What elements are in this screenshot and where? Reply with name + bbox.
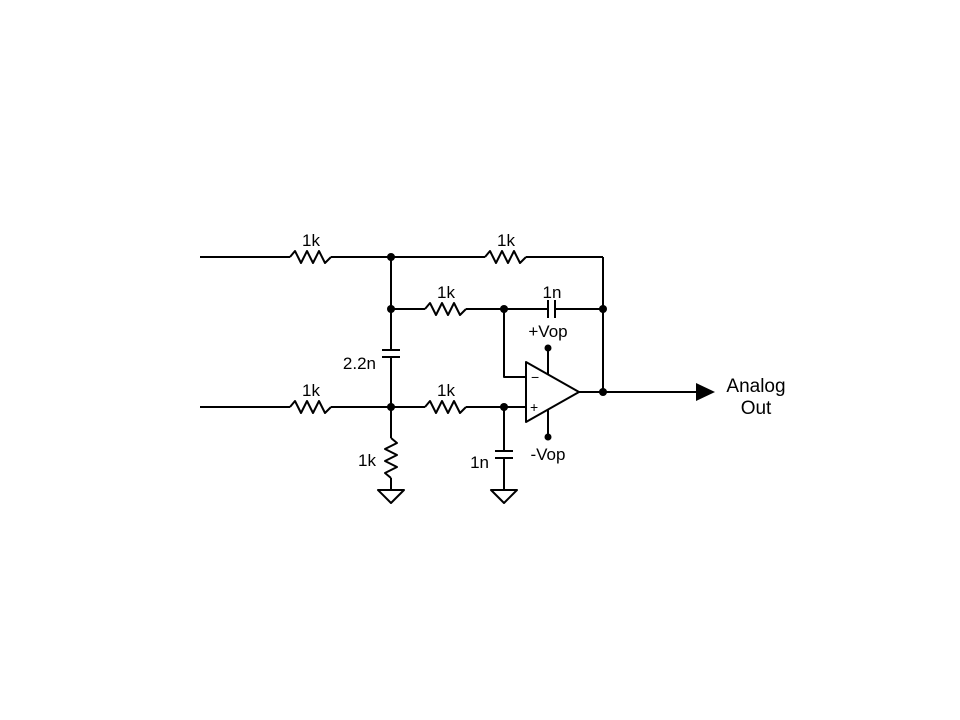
output-arrow [696,383,715,401]
label-c-top: 1n [543,283,562,302]
junction-dot [500,403,508,411]
opamp-symbol [525,361,580,423]
junction-dot [387,305,395,313]
label-c-mid: 2.2n [343,354,376,373]
label-r-bottom-mid: 1k [437,381,455,400]
supply-dot-neg [544,433,552,441]
junction-dot [387,403,395,411]
junction-dot [500,305,508,313]
label-output-line2: Out [741,398,772,419]
label-c-shunt: 1n [470,453,489,472]
resistor-bottom-left [289,400,332,414]
junction-dot [599,388,607,396]
label-supply-neg: -Vop [531,445,566,464]
resistor-shunt [384,437,398,479]
resistor-top-left [289,250,332,264]
junction-dot [599,305,607,313]
resistor-top-right [484,250,527,264]
label-noninverting-pin: + [530,399,538,415]
label-r-bottom-left: 1k [302,381,320,400]
label-supply-pos: +Vop [528,322,567,341]
resistor-mid [424,302,467,316]
label-output-line1: Analog [726,376,785,397]
wire-inverting-input [503,309,526,378]
label-r-shunt: 1k [358,451,376,470]
ground-symbol-left [377,489,405,504]
label-r-mid: 1k [437,283,455,302]
ground-symbol-right [490,489,518,504]
label-inverting-pin: − [531,369,539,385]
label-r-top-left: 1k [302,231,320,250]
resistor-bottom-mid [424,400,467,414]
junction-dot [387,253,395,261]
label-r-top-right: 1k [497,231,515,250]
supply-dot-pos [544,344,552,352]
